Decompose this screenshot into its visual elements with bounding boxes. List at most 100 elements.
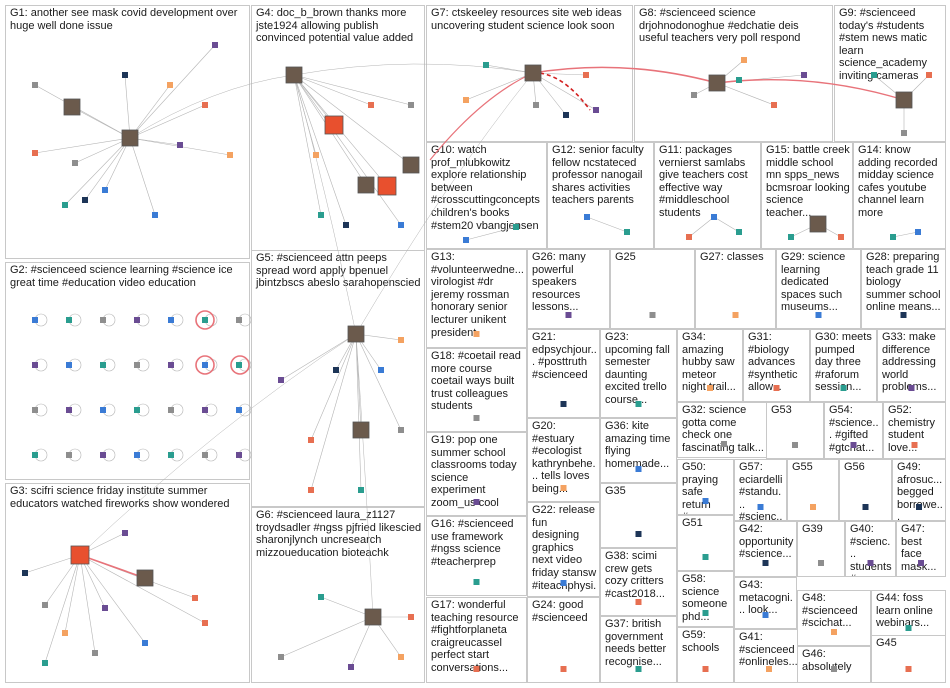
node[interactable]: [42, 602, 48, 608]
logo-node[interactable]: [377, 176, 397, 196]
node[interactable]: [32, 317, 38, 323]
node[interactable]: [348, 664, 354, 670]
node[interactable]: [343, 222, 349, 228]
node[interactable]: [32, 362, 38, 368]
node[interactable]: [788, 234, 794, 240]
node[interactable]: [762, 560, 769, 566]
node[interactable]: [202, 317, 208, 323]
node[interactable]: [32, 82, 38, 88]
node[interactable]: [167, 82, 173, 88]
node[interactable]: [318, 594, 324, 600]
avatar-node[interactable]: [364, 608, 382, 626]
node[interactable]: [624, 229, 630, 235]
node[interactable]: [308, 437, 314, 443]
node[interactable]: [122, 530, 128, 536]
node[interactable]: [818, 560, 824, 566]
logo-node[interactable]: [70, 545, 90, 565]
node[interactable]: [702, 554, 709, 560]
node[interactable]: [134, 452, 140, 458]
node[interactable]: [635, 666, 642, 672]
node[interactable]: [473, 666, 480, 672]
node[interactable]: [635, 466, 642, 472]
node[interactable]: [236, 452, 242, 458]
avatar-node[interactable]: [285, 66, 303, 84]
node[interactable]: [32, 150, 38, 156]
node[interactable]: [22, 570, 28, 576]
node[interactable]: [62, 202, 68, 208]
node[interactable]: [168, 452, 174, 458]
node[interactable]: [100, 362, 106, 368]
node[interactable]: [202, 452, 208, 458]
node[interactable]: [32, 407, 38, 413]
node[interactable]: [66, 452, 72, 458]
node[interactable]: [236, 317, 242, 323]
node[interactable]: [473, 331, 480, 337]
node[interactable]: [318, 212, 324, 218]
node[interactable]: [560, 401, 567, 407]
node[interactable]: [100, 317, 106, 323]
avatar-node[interactable]: [121, 129, 139, 147]
node[interactable]: [635, 599, 642, 605]
node[interactable]: [378, 367, 384, 373]
node[interactable]: [792, 442, 798, 448]
node[interactable]: [766, 666, 772, 672]
node[interactable]: [867, 560, 874, 566]
avatar-node[interactable]: [357, 176, 375, 194]
node[interactable]: [736, 229, 742, 235]
node[interactable]: [102, 187, 108, 193]
node[interactable]: [398, 337, 404, 343]
node[interactable]: [333, 367, 339, 373]
node[interactable]: [560, 485, 567, 491]
node[interactable]: [732, 312, 739, 318]
node[interactable]: [168, 362, 174, 368]
node[interactable]: [686, 234, 692, 240]
avatar-node[interactable]: [136, 569, 154, 587]
node[interactable]: [227, 152, 233, 158]
node[interactable]: [900, 312, 907, 318]
node[interactable]: [202, 620, 208, 626]
node[interactable]: [32, 452, 38, 458]
avatar-node[interactable]: [63, 98, 81, 116]
node[interactable]: [473, 579, 480, 585]
node[interactable]: [236, 362, 242, 368]
node[interactable]: [463, 237, 469, 243]
node[interactable]: [560, 666, 567, 672]
node[interactable]: [42, 660, 48, 666]
node[interactable]: [905, 666, 912, 672]
node[interactable]: [483, 62, 489, 68]
node[interactable]: [583, 72, 589, 78]
node[interactable]: [702, 610, 709, 616]
node[interactable]: [773, 385, 780, 391]
node[interactable]: [72, 160, 78, 166]
node[interactable]: [702, 666, 709, 672]
node[interactable]: [593, 107, 599, 113]
node[interactable]: [313, 152, 319, 158]
node[interactable]: [831, 666, 837, 672]
node[interactable]: [838, 234, 844, 240]
node[interactable]: [202, 407, 208, 413]
node[interactable]: [649, 312, 656, 318]
avatar-node[interactable]: [347, 325, 365, 343]
node[interactable]: [202, 362, 208, 368]
node[interactable]: [192, 595, 198, 601]
node[interactable]: [862, 504, 869, 510]
node[interactable]: [92, 650, 98, 656]
node[interactable]: [358, 487, 364, 493]
node[interactable]: [212, 42, 218, 48]
avatar-node[interactable]: [402, 156, 420, 174]
node[interactable]: [905, 625, 912, 631]
node[interactable]: [584, 214, 590, 220]
logo-node[interactable]: [324, 115, 344, 135]
node[interactable]: [915, 229, 921, 235]
node[interactable]: [831, 629, 837, 635]
node[interactable]: [66, 317, 72, 323]
node[interactable]: [871, 72, 877, 78]
node[interactable]: [122, 72, 128, 78]
node[interactable]: [810, 504, 816, 510]
node[interactable]: [100, 407, 106, 413]
node[interactable]: [398, 427, 404, 433]
node[interactable]: [560, 580, 567, 586]
node[interactable]: [513, 224, 519, 230]
node[interactable]: [177, 142, 183, 148]
node[interactable]: [202, 102, 208, 108]
